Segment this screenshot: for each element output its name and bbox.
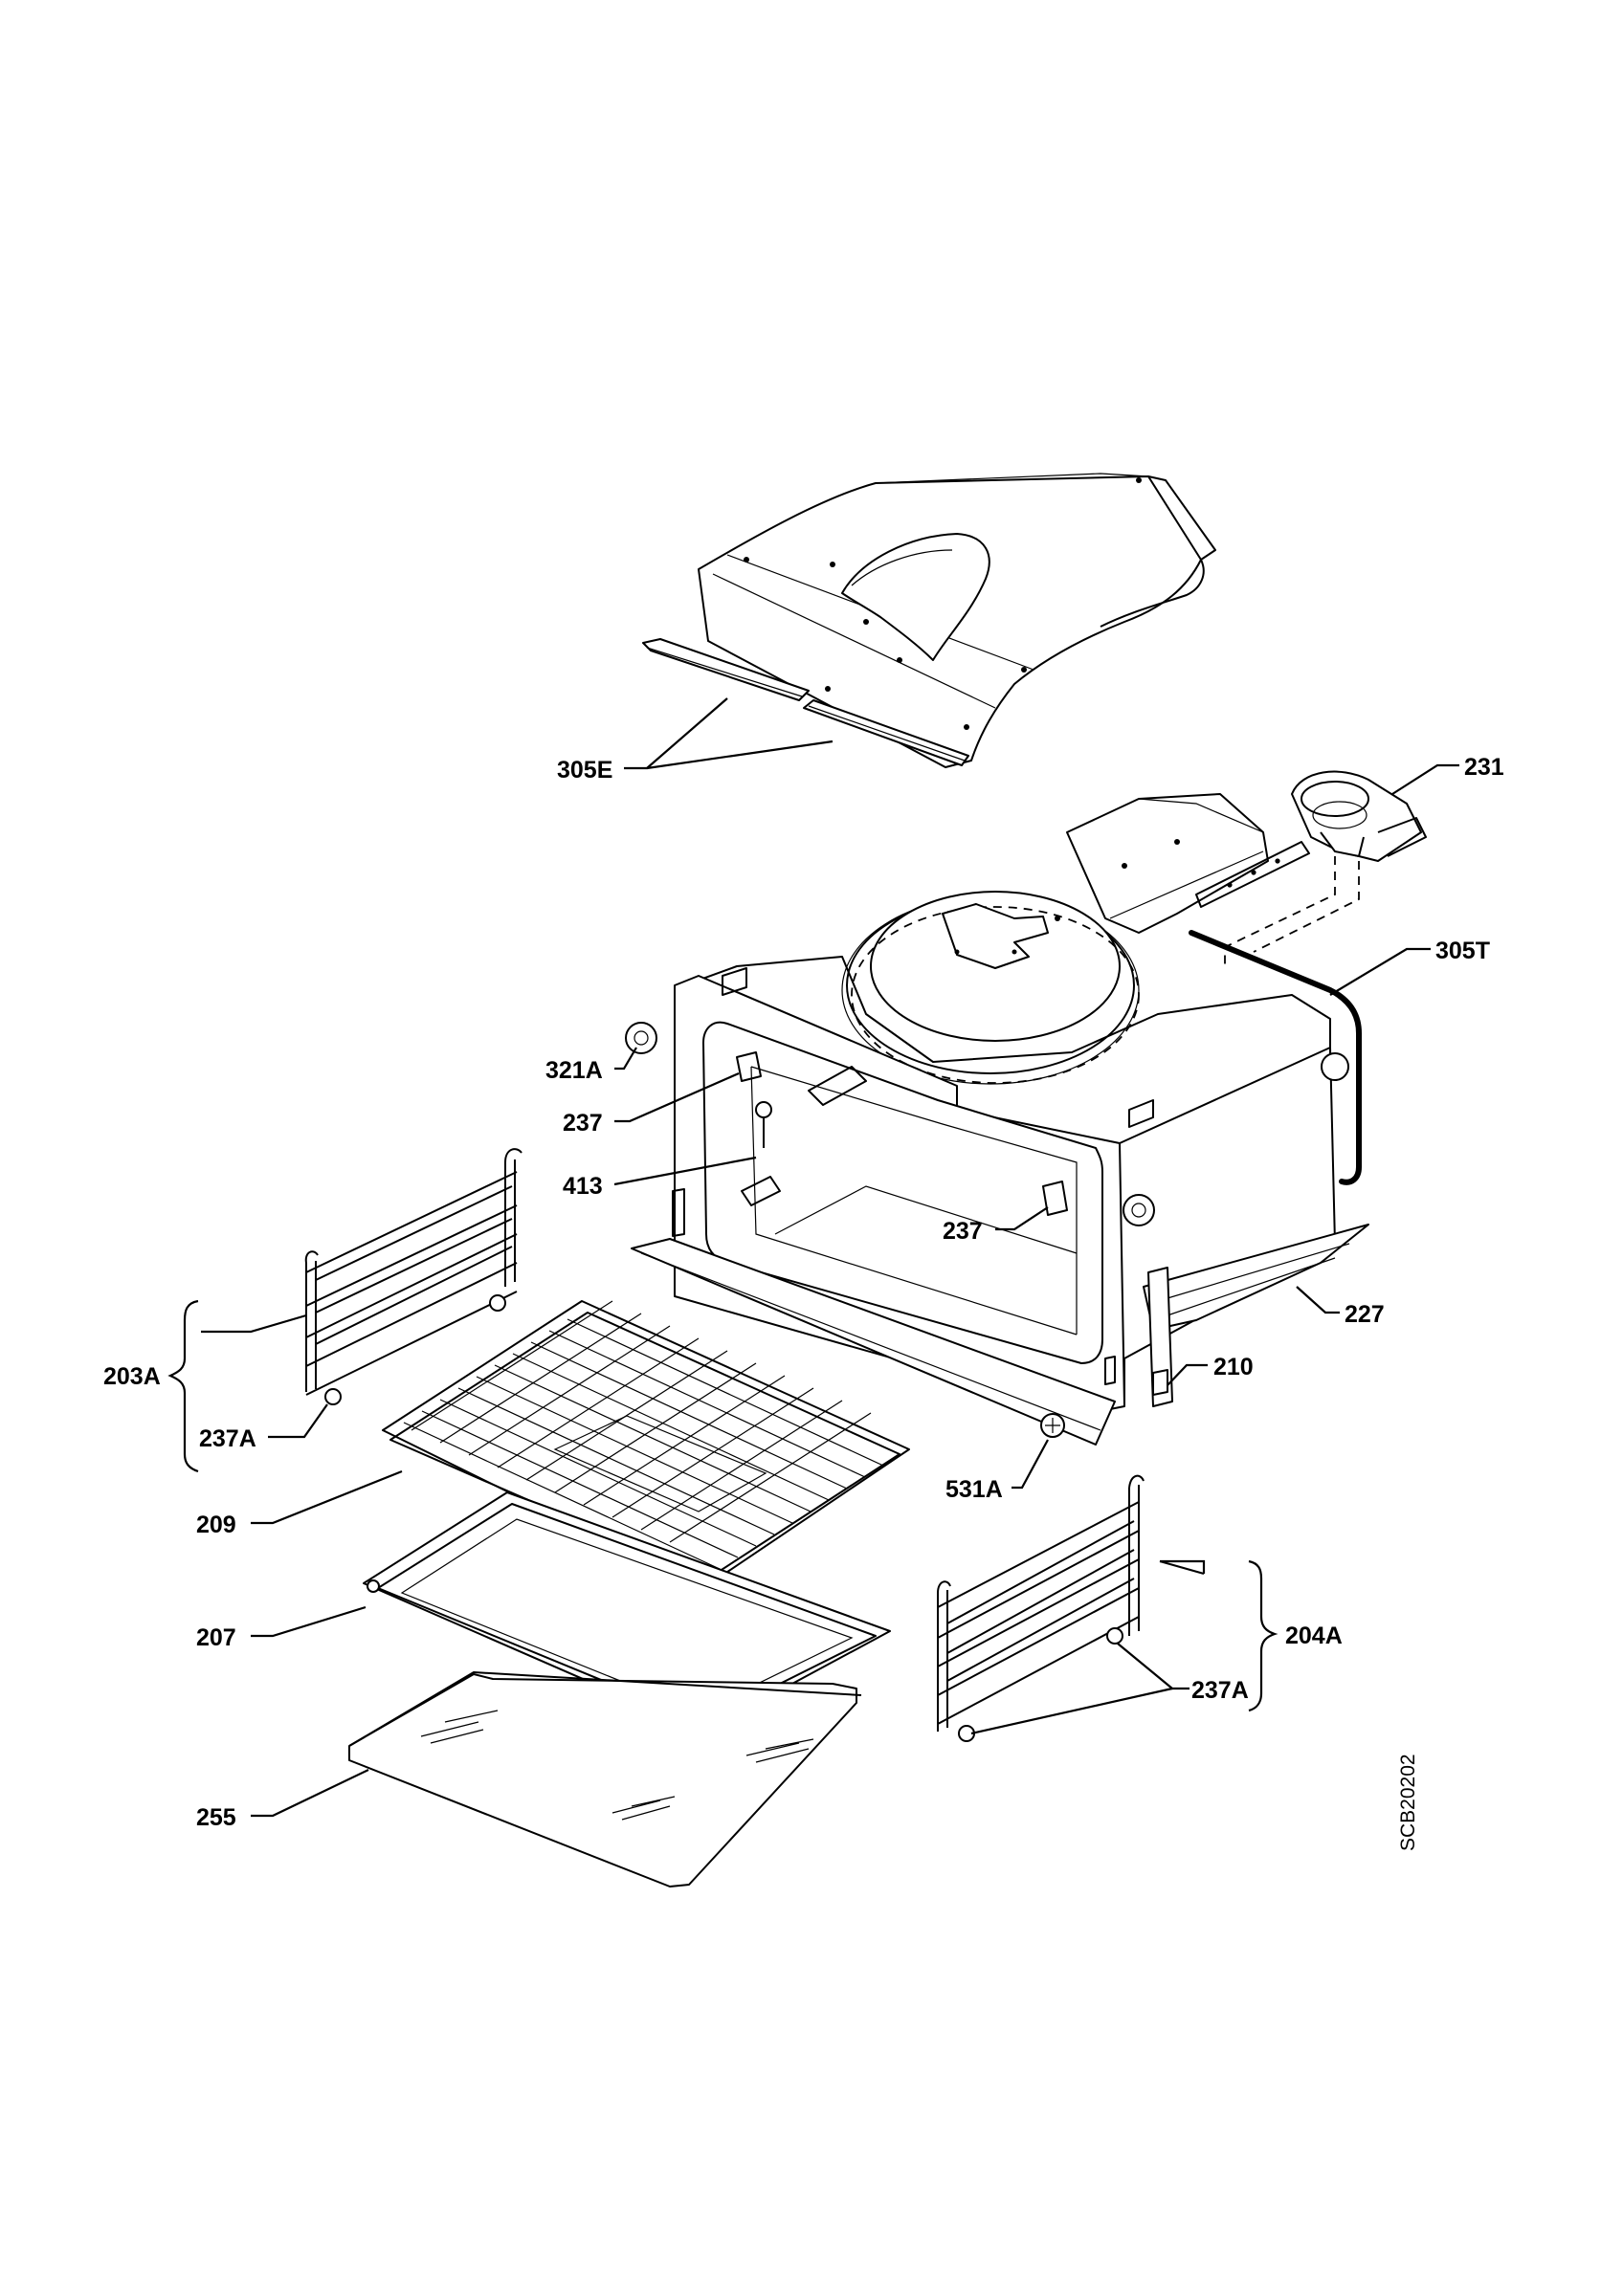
label-210: 210: [1213, 1354, 1254, 1380]
screw-531a: [1040, 1413, 1065, 1438]
oven-cavity: [631, 956, 1336, 1446]
lamp-holder-231: [1224, 770, 1427, 966]
shelf-support-203a: [304, 1148, 522, 1405]
label-255: 255: [196, 1804, 236, 1831]
label-207: 207: [196, 1624, 236, 1651]
label-531a: 531A: [945, 1476, 1003, 1503]
part-labels: 305E 231 305T 321A 237 413 237 227 203A …: [103, 754, 1504, 1831]
label-305t: 305T: [1435, 938, 1490, 964]
label-237a-left: 237A: [199, 1425, 256, 1452]
label-237-left: 237: [563, 1110, 603, 1137]
insulation-227: [1143, 1224, 1369, 1331]
top-cover-plate: [698, 473, 1216, 768]
glass-panel-255: [348, 1671, 862, 1888]
fan-housing: [841, 793, 1310, 1085]
label-321a: 321A: [545, 1057, 603, 1084]
label-227: 227: [1345, 1301, 1385, 1328]
brace-203a: [167, 1299, 199, 1473]
label-413: 413: [563, 1173, 603, 1200]
label-231: 231: [1464, 754, 1504, 781]
brace-204a: [1248, 1559, 1278, 1712]
door-seal-305t: [1189, 930, 1362, 1185]
label-204a: 204A: [1285, 1623, 1343, 1649]
label-237a-right: 237A: [1191, 1677, 1249, 1704]
drawing-reference: SCB20202: [1397, 1754, 1419, 1851]
label-203a: 203A: [103, 1363, 161, 1390]
label-237-right: 237: [943, 1218, 983, 1245]
baking-tray-207: [363, 1491, 891, 1735]
leader-lines: [201, 697, 1459, 1818]
vent-cover-321a: [625, 1022, 1349, 1226]
shelf-support-204a: [937, 1474, 1145, 1742]
hinge-210: [1147, 1267, 1173, 1407]
label-209: 209: [196, 1512, 236, 1538]
label-305e: 305E: [557, 757, 612, 784]
side-rails-305e: [642, 638, 969, 766]
